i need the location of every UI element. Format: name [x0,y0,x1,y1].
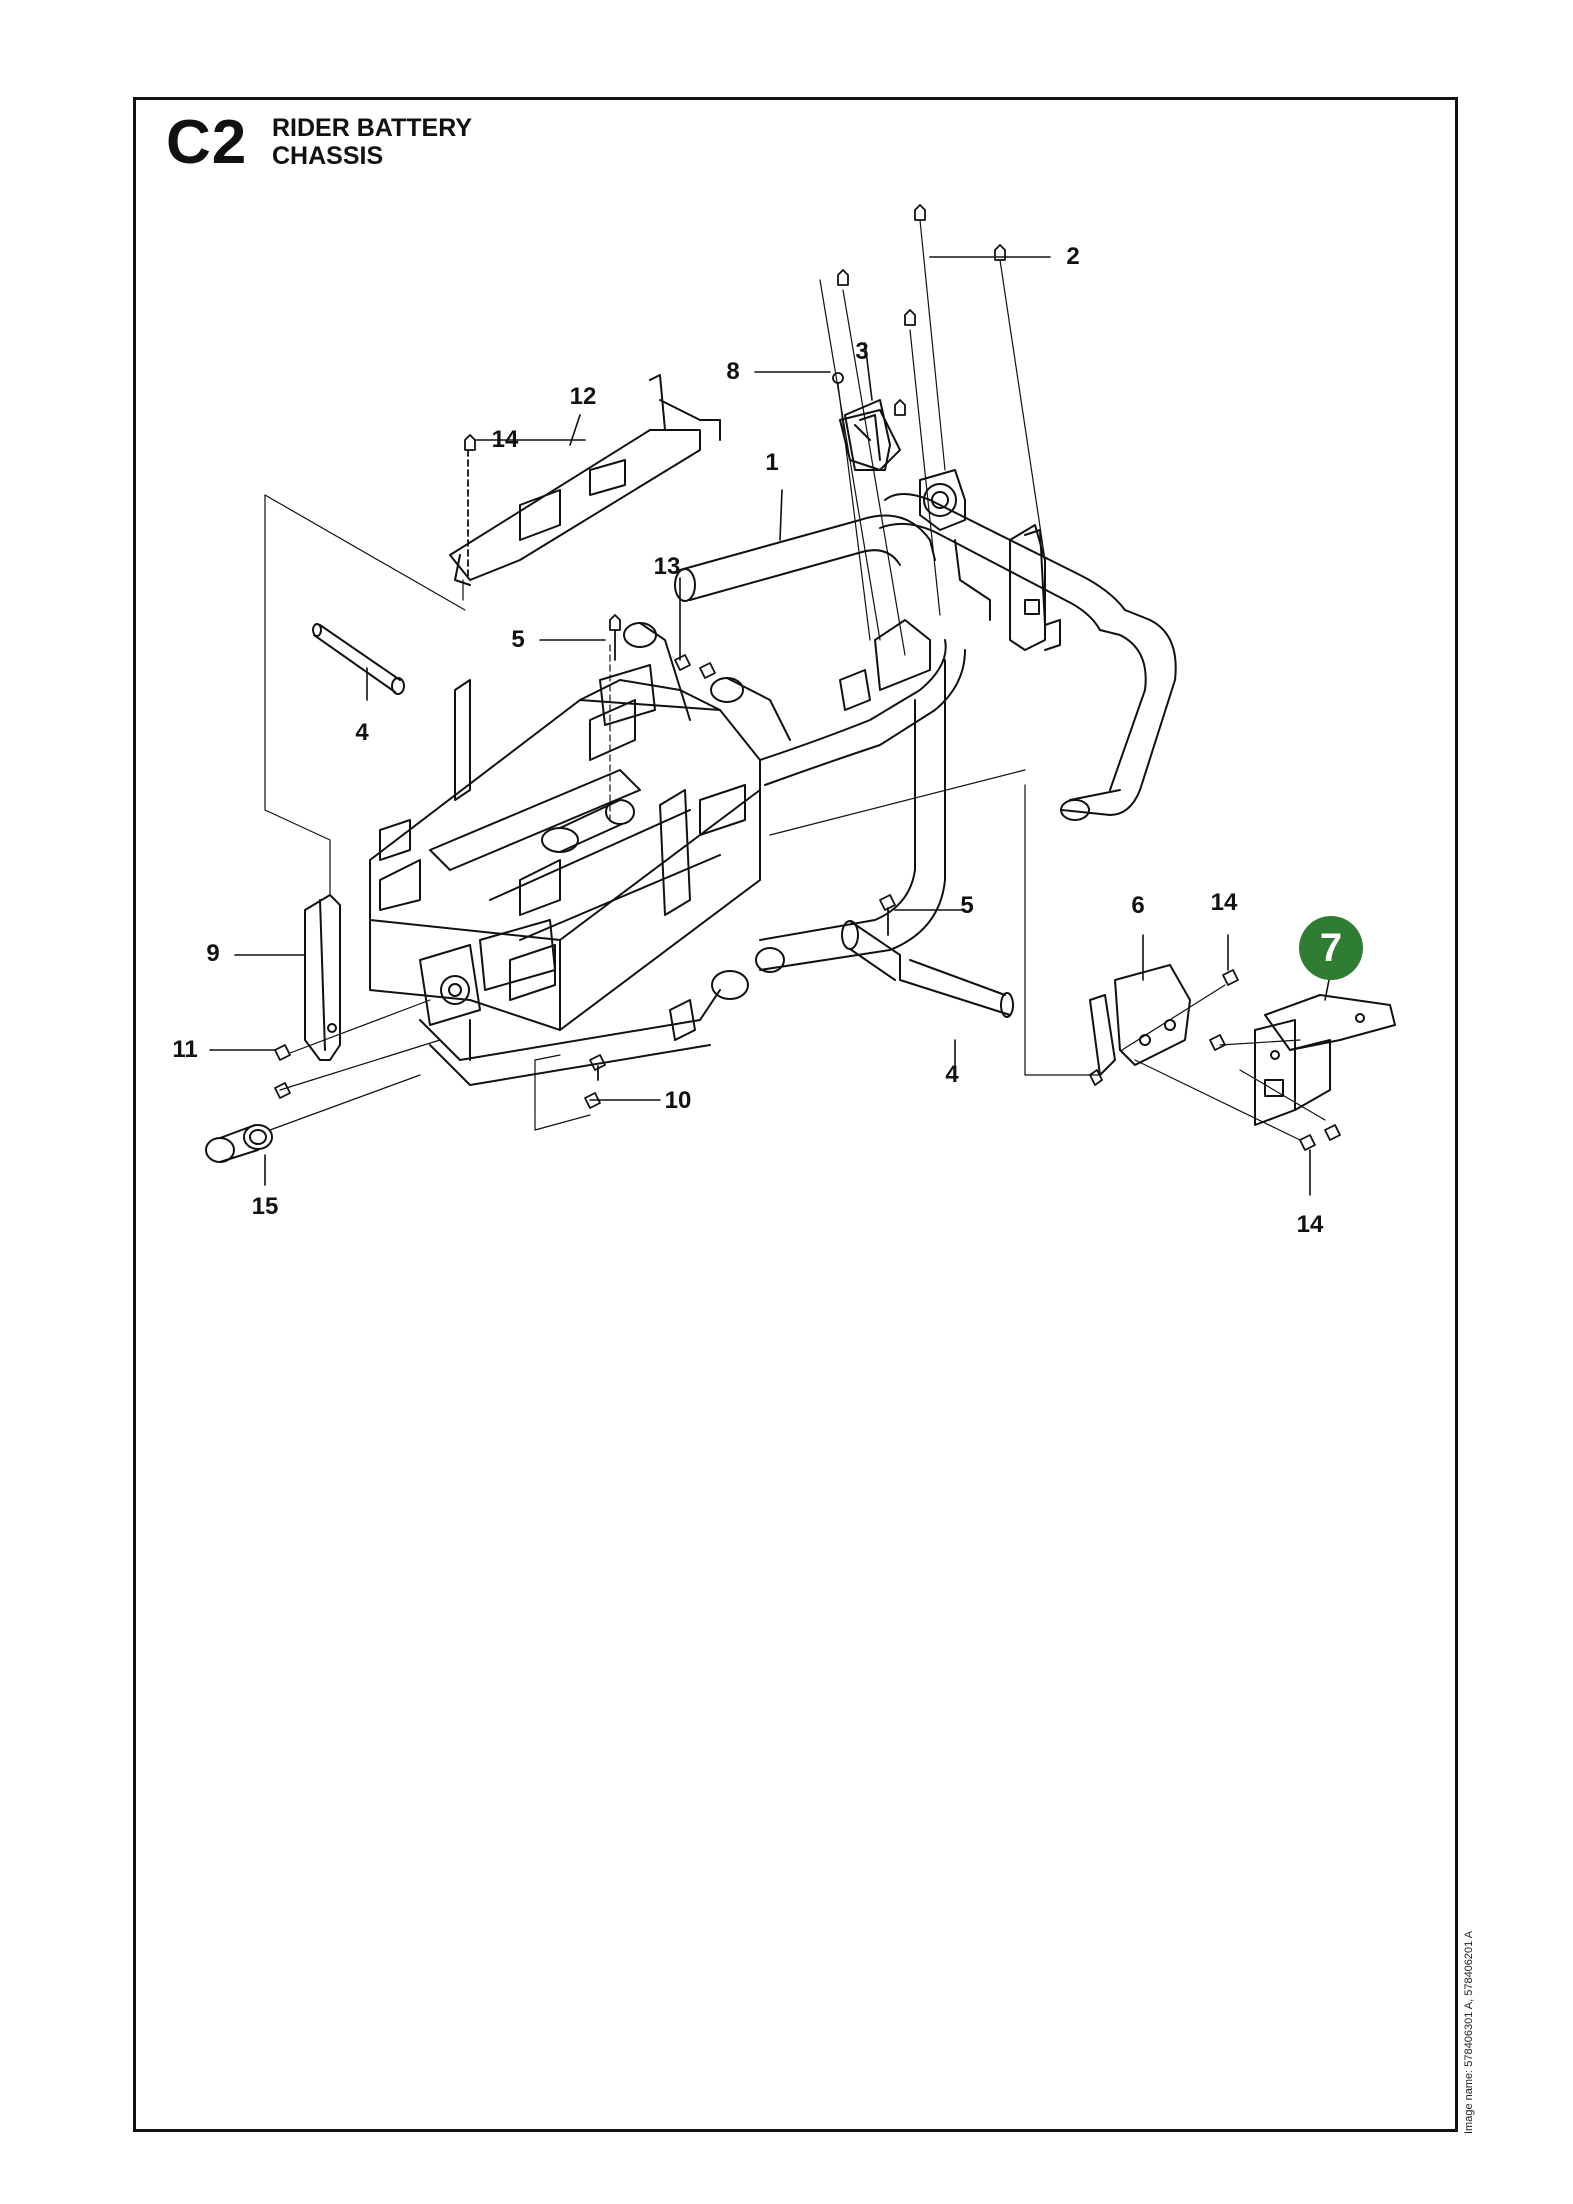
label-part-3: 3 [855,338,869,365]
label-part-4-left: 4 [355,719,369,746]
bushing-15 [205,1124,273,1163]
label-part-5-right: 5 [960,892,974,919]
bracket-9 [304,894,341,1061]
label-part-13: 13 [653,553,681,580]
label-part-8: 8 [726,358,740,385]
main-tube-frame [674,493,1177,971]
leader-lines [209,256,1331,1196]
label-part-9: 9 [206,940,220,967]
pin-4-left [312,623,405,695]
title-line-2: CHASSIS [272,142,384,170]
pin-4-right [841,920,1014,1018]
label-part-2: 2 [1066,243,1080,270]
assembly-lines [264,219,1326,1141]
rear-brackets [839,409,1061,711]
bracket-12 [449,374,721,586]
label-part-14-right-bottom: 14 [1296,1211,1324,1238]
bracket-6 [1089,964,1191,1076]
label-part-14-right-top: 14 [1210,889,1238,916]
section-code: C2 [166,108,248,177]
label-part-11: 11 [172,1036,198,1063]
image-name-caption: Image name: 578406301 A, 578406201 A [1463,1930,1475,2134]
fasteners [274,204,1341,1151]
bracket-7 [1254,994,1396,1126]
label-part-4-right: 4 [945,1061,959,1088]
label-part-5-top: 5 [511,626,525,653]
label-part-15: 15 [251,1193,279,1220]
label-part-12: 12 [569,383,597,410]
label-part-14-top: 14 [491,426,519,453]
page-frame [133,97,1458,2132]
battery-box [369,622,791,1086]
highlight-badge-part-7: 7 [1299,916,1363,980]
label-part-6: 6 [1131,892,1145,919]
label-part-10: 10 [664,1087,692,1114]
title-line-1: RIDER BATTERY [272,114,472,142]
label-part-1: 1 [765,449,779,476]
